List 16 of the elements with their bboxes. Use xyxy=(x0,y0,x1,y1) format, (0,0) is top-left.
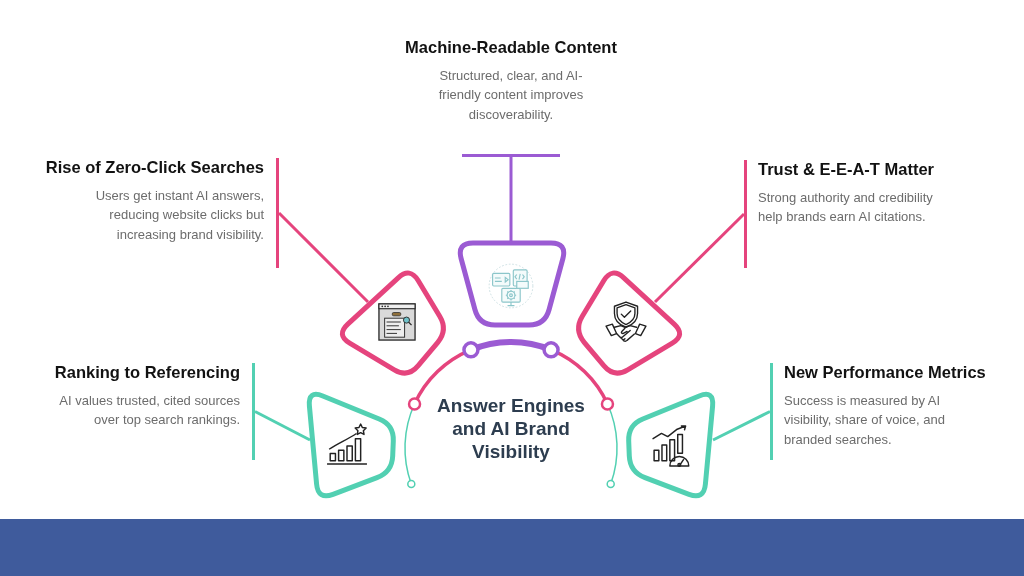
connector-line xyxy=(254,410,311,442)
heading: Machine-Readable Content xyxy=(404,38,618,58)
connector-line xyxy=(712,410,771,442)
heading: Rise of Zero-Click Searches xyxy=(44,158,264,178)
description: Success is measured by AI visibility, share of voice, and branded searches. xyxy=(784,391,946,449)
description: AI values trusted, cited sources over top search rankings. xyxy=(58,391,240,430)
connector-line xyxy=(653,212,746,304)
center-title: Answer Engines and AI Brand Visibility xyxy=(436,394,586,463)
heading: New Performance Metrics xyxy=(784,363,987,383)
heading: Trust & E-E-A-T Matter xyxy=(758,160,935,180)
description: Users get instant AI answers, reducing website clicks but increasing brand visibility. xyxy=(94,186,264,244)
heading: Ranking to Referencing xyxy=(53,363,240,383)
description: Structured, clear, and AI-friendly content improves discoverability. xyxy=(437,66,585,124)
description: Strong authority and credibility help brands earn AI citations. xyxy=(758,188,934,227)
connector-line xyxy=(509,157,513,241)
connector-line xyxy=(277,211,370,304)
